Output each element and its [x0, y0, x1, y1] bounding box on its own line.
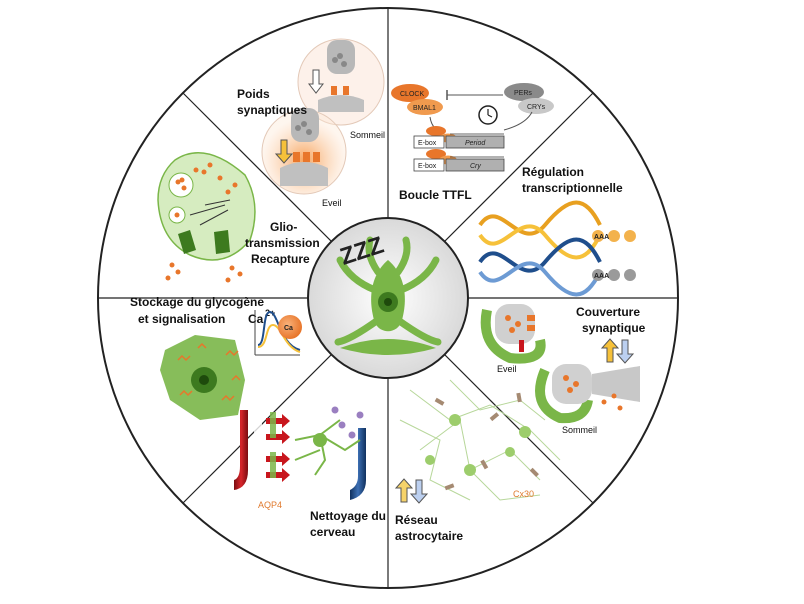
ebox-1-label: E-box [418, 140, 437, 147]
clearance-label-2: cerveau [310, 525, 355, 539]
bmal1-label: BMAL1 [413, 105, 436, 112]
center-hub: ZZZ [307, 217, 469, 379]
ebox-1 [413, 135, 445, 149]
artery-vessel [234, 410, 248, 490]
crys-label: CRYs [527, 104, 546, 111]
sector-transcription: Régulation transcriptionnelle AAA AAA [478, 165, 636, 297]
postsynaptic-sleep [318, 95, 364, 112]
glio-label-2: transmission [245, 236, 320, 250]
ebox-2 [413, 158, 445, 172]
coverage-wake-label: Eveil [497, 364, 517, 374]
sector-glycogen: Stockage du glycogène et signalisation C… [130, 295, 302, 420]
arrow-down-large-icon [274, 139, 294, 164]
glycogen-label-2: et signalisation [138, 312, 225, 326]
coverage-sleep-label: Sommeil [562, 425, 597, 435]
sector-synaptic-weight: Poids synaptiques Sommeil Eveil [237, 38, 385, 208]
coverage-label-1: Couverture [576, 305, 640, 319]
mrna-strand-blue-1 [478, 237, 602, 273]
mrna-strand-blue-2 [478, 261, 602, 297]
astrocyte-process-wake [480, 309, 546, 364]
transporter-2 [214, 230, 230, 254]
postsynaptic-wake [280, 162, 328, 186]
synaptic-weight-label-2: synaptiques [237, 103, 307, 117]
astrocyte-meditating-icon [334, 236, 442, 355]
sector-brain-clearance: AQP4 Nettoyage du cerveau [234, 406, 386, 539]
arrow-up-icon [600, 338, 620, 363]
pers-label: PERs [514, 90, 532, 97]
pers-protein [504, 83, 544, 101]
sector-gliotransmission: Glio- transmission Recapture [157, 152, 320, 283]
arrow-down-icon [615, 339, 635, 364]
aqp4-label: AQP4 [258, 500, 282, 510]
network-label-1: Réseau [395, 513, 438, 527]
synaptic-wake-label: Eveil [322, 198, 342, 208]
cx30-label: Cx30 [513, 489, 534, 499]
calcium-badge-label: Ca [284, 325, 293, 332]
glycogen-label-1: Stockage du glycogène [130, 295, 264, 309]
sector-astrocyte-network: Cx30 Réseau astrocytaire [394, 379, 561, 543]
transporter-1 [178, 230, 196, 254]
network-label-2: astrocytaire [395, 529, 463, 543]
transcription-label-1: Régulation [522, 165, 584, 179]
sector-synaptic-coverage: Couverture synaptique Eveil Sommeil [480, 304, 646, 435]
arrow-to-crys [503, 111, 533, 131]
bmal1-protein [407, 99, 443, 115]
network-arrow-down-icon [409, 479, 429, 504]
terminal-sleep [552, 364, 592, 404]
coverage-label-2: synaptique [582, 321, 646, 335]
arrow-down-small-icon [307, 69, 325, 94]
network-arrow-up-icon [394, 478, 414, 503]
mrna-strand-orange-2 [478, 224, 602, 260]
cry-label: Cry [470, 163, 481, 170]
calcium-trace-yellow [257, 323, 301, 353]
crys-protein [518, 98, 554, 114]
astrocyte-node [449, 414, 461, 426]
astrocyte-process-sleep [535, 368, 593, 424]
cry-gene [445, 158, 505, 172]
ebox-2-label: E-box [418, 163, 437, 170]
clock-protein [391, 84, 429, 102]
calcium-badge-icon [278, 315, 302, 339]
transcription-label-2: transcriptionnelle [522, 181, 623, 195]
sector-ttfl: CLOCK BMAL1 PERs CRYs E-box Period E-box… [391, 83, 554, 202]
clearance-label-1: Nettoyage du [310, 509, 386, 523]
clock-label: CLOCK [400, 91, 424, 98]
astrocyte-soma [313, 433, 327, 447]
period-gene [445, 135, 505, 149]
mrna-strand-orange-1 [478, 200, 602, 236]
period-label: Period [465, 140, 486, 147]
polya-orange-label: AAA [594, 234, 609, 241]
glio-label-3: Recapture [251, 252, 310, 266]
calcium-label: Ca [248, 312, 264, 326]
synaptic-sleep-label: Sommeil [350, 130, 385, 140]
ttfl-label: Boucle TTFL [399, 188, 472, 202]
glio-label-1: Glio- [270, 220, 297, 234]
vein-vessel [350, 428, 366, 500]
synaptic-weight-label-1: Poids [237, 87, 270, 101]
polya-grey-label: AAA [594, 273, 609, 280]
